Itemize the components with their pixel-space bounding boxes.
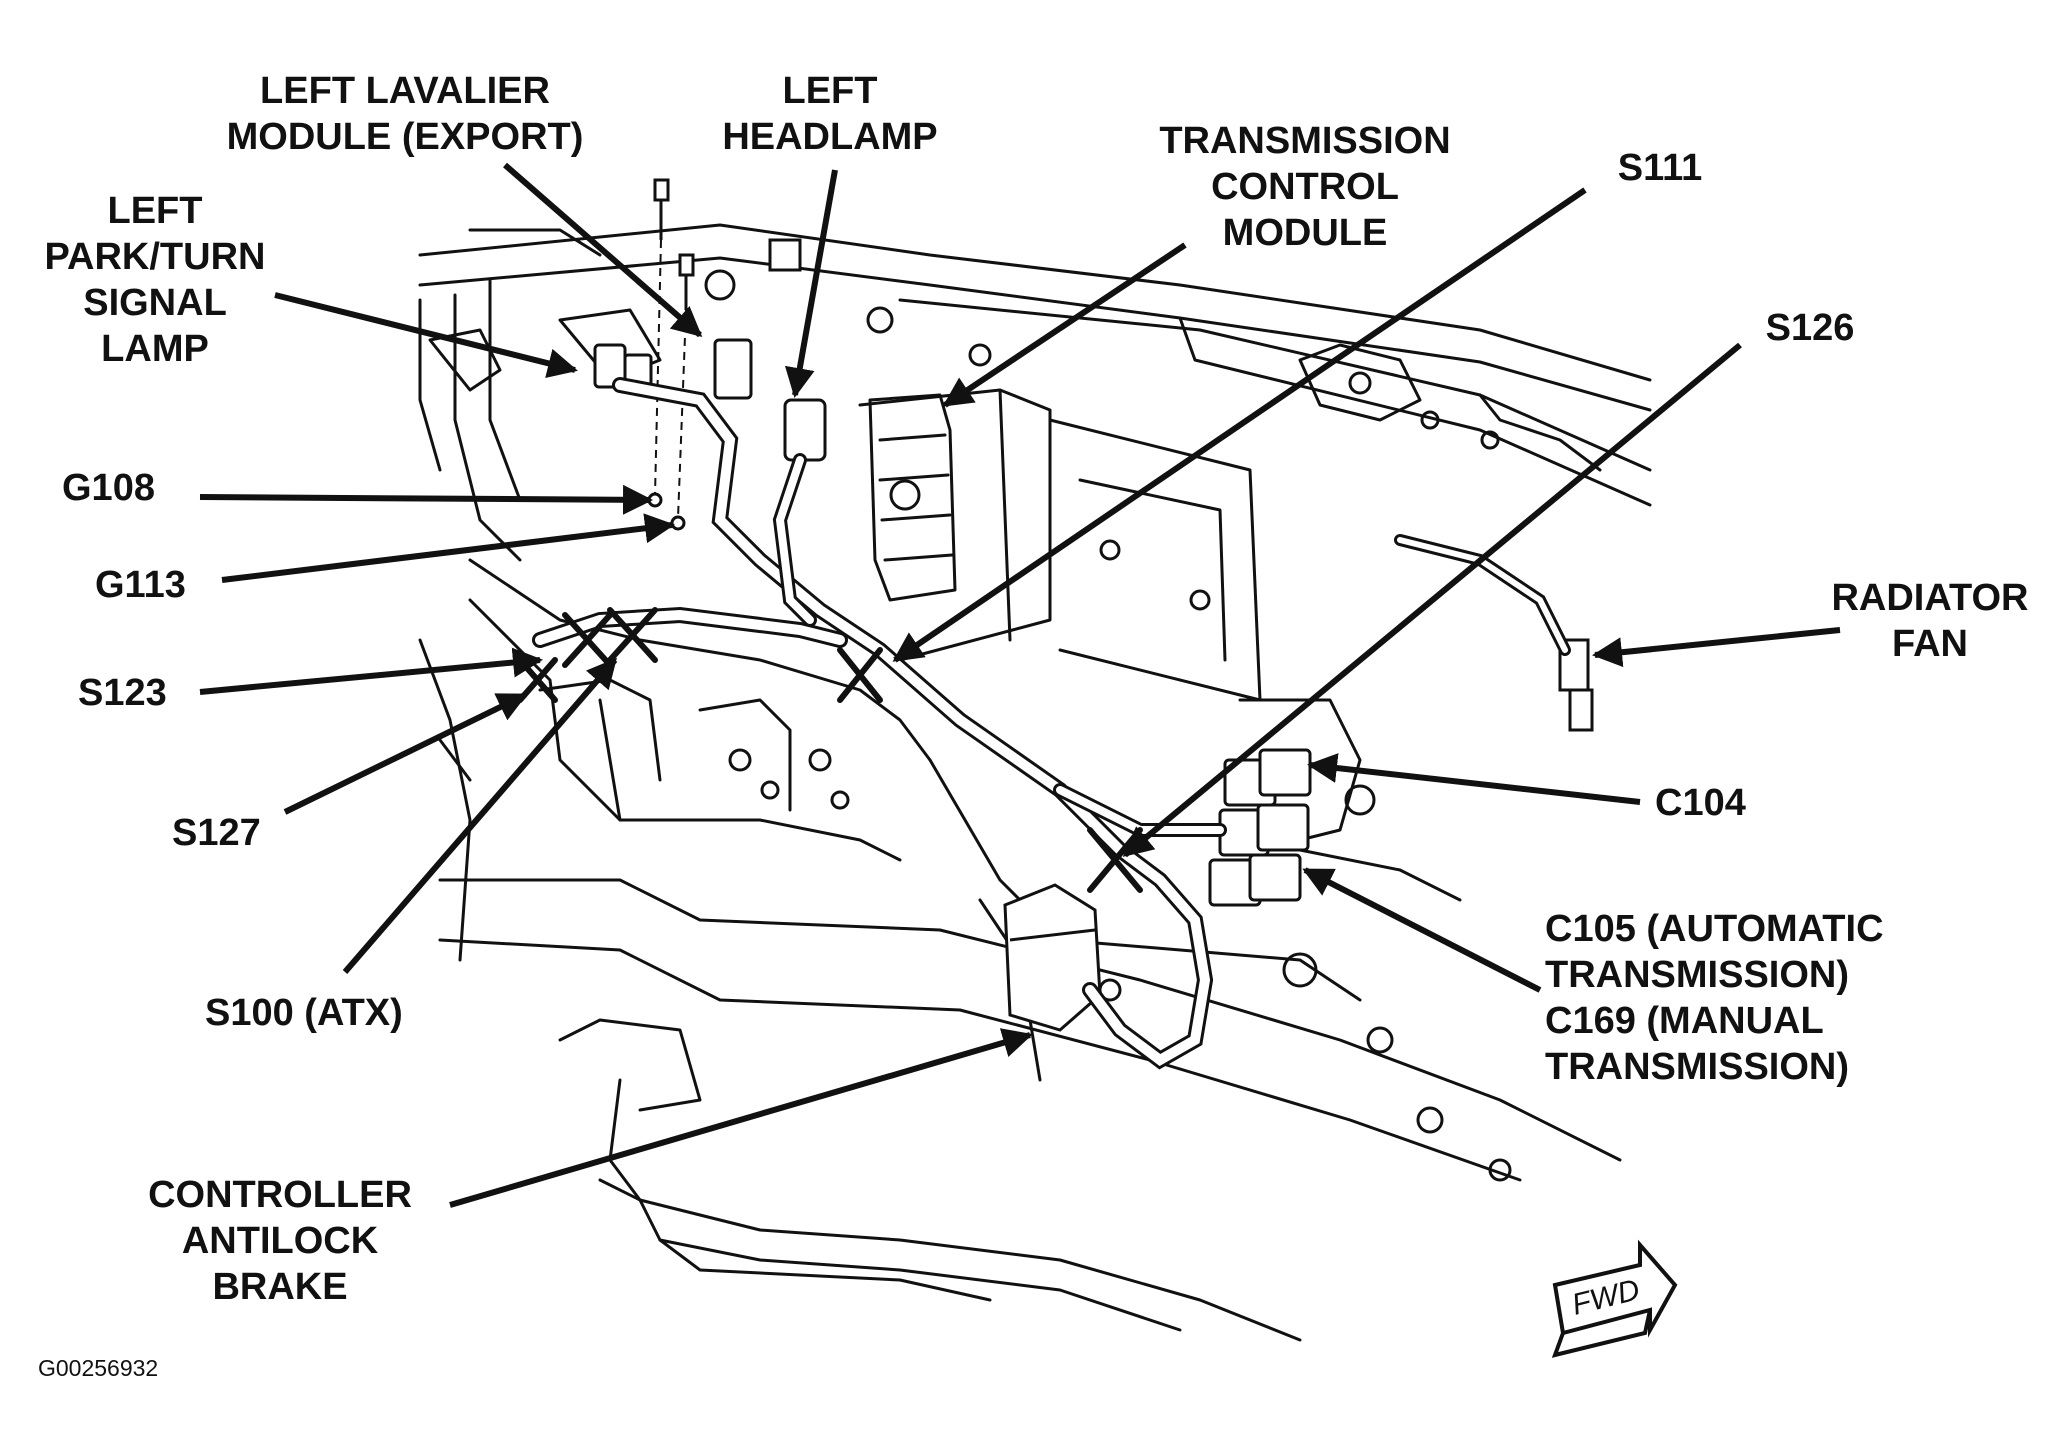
label-s111: S111 xyxy=(1617,147,1703,189)
label-s123: S123 xyxy=(78,672,167,714)
label-left-park-turn-signal-lamp: LEFT PARK/TURN SIGNAL LAMP xyxy=(44,190,266,370)
c104-c105-connectors xyxy=(1208,748,1312,907)
arrow-radiator-fan xyxy=(1592,627,1841,668)
arrow-tcm xyxy=(942,242,1187,408)
arrow-left-lavalier xyxy=(503,162,703,338)
leader-arrows xyxy=(199,162,1841,1208)
label-s126: S126 xyxy=(1765,307,1855,349)
arrow-g108 xyxy=(199,484,653,515)
arrow-s100 xyxy=(342,657,618,974)
arrow-controller-antilock xyxy=(449,1028,1033,1208)
arrow-left-headlamp xyxy=(784,169,838,398)
arrow-s123 xyxy=(199,647,543,695)
arrow-s126 xyxy=(1122,342,1742,858)
arrow-s127 xyxy=(283,692,528,815)
fwd-arrow-icon: FWD xyxy=(1551,1239,1678,1358)
label-s100-atx: S100 (ATX) xyxy=(205,992,403,1034)
figure-code: G00256932 xyxy=(38,1355,159,1381)
label-controller-antilock-brake: CONTROLLER ANTILOCK BRAKE xyxy=(148,1174,412,1308)
ground-bolt-lines xyxy=(654,239,687,519)
label-left-headlamp: LEFT HEADLAMP xyxy=(722,70,938,158)
label-left-lavalier-module: LEFT LAVALIER MODULE (EXPORT) xyxy=(226,70,584,158)
splice-marks xyxy=(517,607,1143,893)
label-c105-c169: C105 (AUTOMATIC TRANSMISSION) C169 (MANU… xyxy=(1545,908,1884,1088)
arrow-s111 xyxy=(892,187,1587,663)
label-radiator-fan: RADIATOR FAN xyxy=(1831,577,2029,665)
label-s127: S127 xyxy=(172,812,261,854)
arrow-c105 xyxy=(1302,867,1542,993)
label-c104: C104 xyxy=(1655,782,1746,824)
arrow-c104 xyxy=(1307,753,1641,805)
label-transmission-control-module: TRANSMISSION CONTROL MODULE xyxy=(1159,120,1451,254)
arrow-left-park-turn xyxy=(274,292,578,379)
label-g113: G113 xyxy=(95,564,186,606)
label-g108: G108 xyxy=(62,467,155,509)
arrow-g113 xyxy=(221,513,675,583)
